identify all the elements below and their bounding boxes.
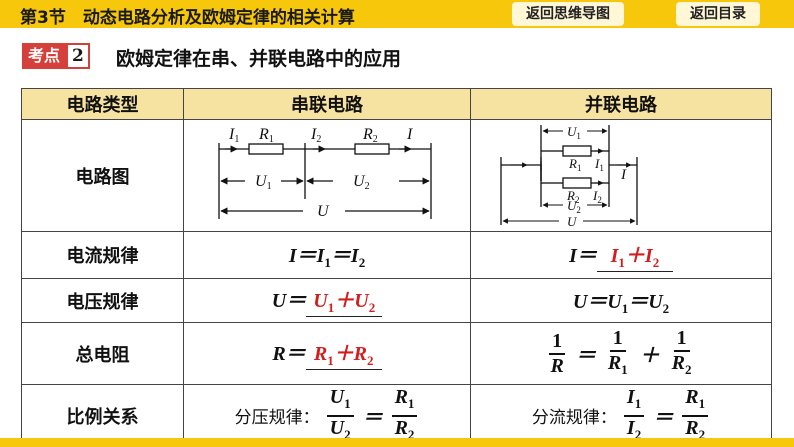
- header-circuit-type: 电路类型: [20, 88, 185, 120]
- table-row-diagram: 电路图: [20, 119, 772, 232]
- parallel-diagram-cell: U1 R1 I1 R2 I2 U2 I U: [470, 119, 772, 232]
- footer-bar: [0, 438, 794, 447]
- row-label-voltage: 电压规律: [20, 278, 185, 323]
- row-label-diagram: 电路图: [20, 119, 185, 232]
- svg-text:R1: R1: [258, 126, 274, 145]
- series-diagram-cell: I1 R1 I2 R2 I U1 U2 U: [183, 119, 471, 232]
- svg-text:U1: U1: [255, 173, 272, 192]
- svg-text:I1: I1: [228, 126, 239, 145]
- parallel-circuit-diagram: U1 R1 I1 R2 I2 U2 I U: [500, 124, 638, 229]
- svg-text:R2: R2: [362, 126, 378, 145]
- row-label-resistance: 总电阻: [20, 322, 185, 385]
- topic-label: 考点: [22, 43, 67, 69]
- svg-text:U: U: [317, 203, 330, 220]
- svg-text:I2: I2: [592, 188, 602, 205]
- row-label-ratio: 比例关系: [20, 384, 185, 447]
- svg-text:R1: R1: [568, 156, 581, 173]
- svg-text:U2: U2: [567, 198, 581, 215]
- svg-text:U2: U2: [353, 173, 370, 192]
- svg-text:I2: I2: [310, 126, 321, 145]
- page-title: 第3节 动态电路分析及欧姆定律的相关计算: [20, 8, 355, 28]
- parallel-current-formula: I＝I1＋I2: [470, 231, 772, 279]
- table-row-current: 电流规律 I＝I1＝I2 I＝I1＋I2: [20, 231, 772, 279]
- series-circuit-diagram: I1 R1 I2 R2 I U1 U2 U: [218, 126, 432, 220]
- topic-number: 2: [66, 43, 90, 69]
- svg-text:I: I: [620, 167, 627, 183]
- ohm-law-table: 电路类型 串联电路 并联电路 电路图: [20, 88, 772, 447]
- current-division-label: 分流规律：: [531, 408, 617, 428]
- header-parallel: 并联电路: [470, 88, 772, 120]
- header-bar: [0, 0, 794, 28]
- table-row-voltage: 电压规律 U＝U1＋U2 U＝U1＝U2: [20, 278, 772, 323]
- table-header-row: 电路类型 串联电路 并联电路: [20, 88, 772, 120]
- back-to-contents-button[interactable]: 返回目录: [676, 2, 760, 26]
- row-label-current: 电流规律: [20, 231, 185, 279]
- svg-text:U1: U1: [567, 124, 581, 141]
- series-current-formula: I＝I1＝I2: [183, 231, 471, 279]
- back-to-mindmap-button[interactable]: 返回思维导图: [512, 2, 624, 26]
- parallel-voltage-formula: U＝U1＝U2: [470, 278, 772, 323]
- series-voltage-formula: U＝U1＋U2: [183, 278, 471, 323]
- section-title: 欧姆定律在串、并联电路中的应用: [116, 48, 402, 70]
- series-resistance-formula: R＝R1＋R2: [183, 322, 471, 385]
- svg-text:I: I: [406, 126, 413, 143]
- svg-text:U: U: [567, 214, 578, 229]
- svg-text:I1: I1: [594, 156, 604, 173]
- voltage-division-label: 分压规律：: [234, 408, 320, 428]
- svg-text:R2: R2: [566, 188, 579, 205]
- topic-badge: 考点 2: [22, 43, 90, 69]
- header-series: 串联电路: [183, 88, 471, 120]
